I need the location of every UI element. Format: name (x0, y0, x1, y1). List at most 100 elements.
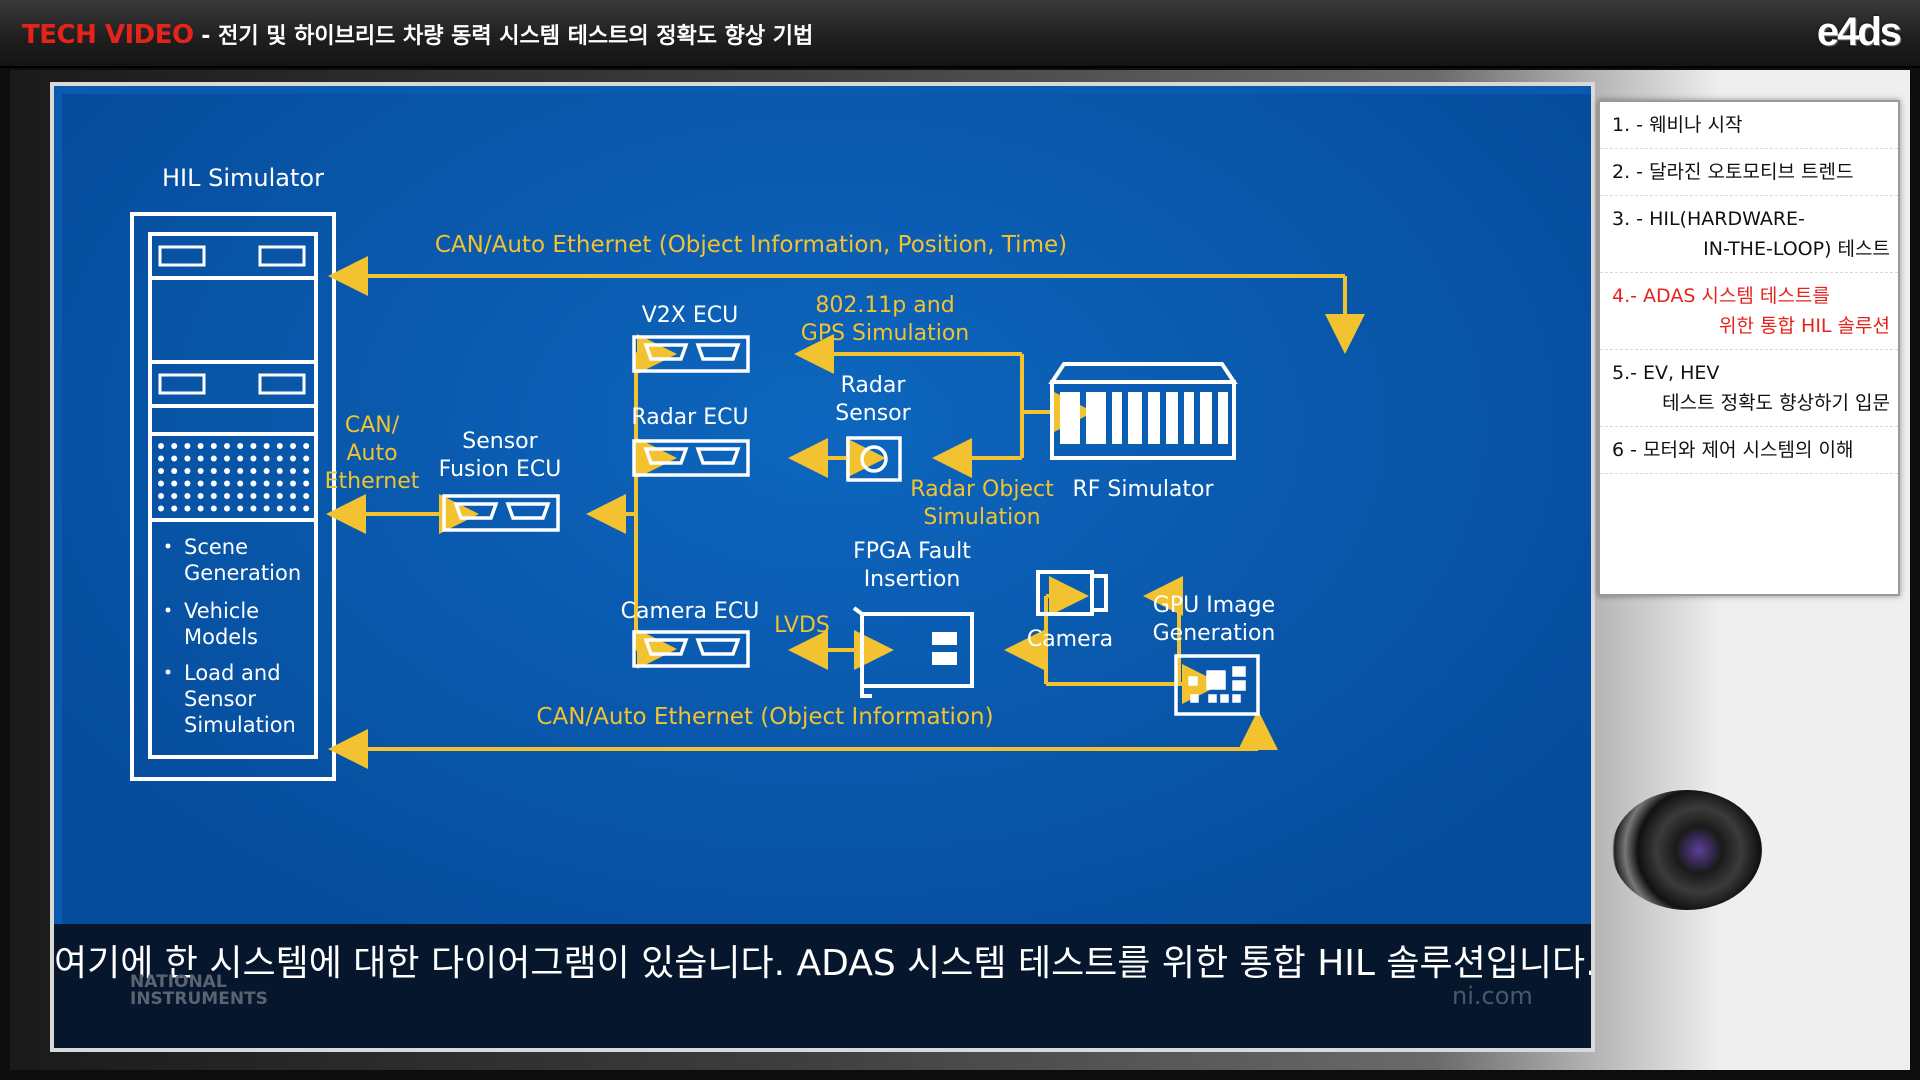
vent-dot (290, 480, 296, 487)
vent-dot (158, 443, 164, 449)
gpu-line1: GPU Image (1153, 593, 1275, 618)
gps-line2: GPS Simulation (801, 321, 969, 346)
can-top-label: CAN/Auto Ethernet (Object Information, P… (435, 232, 1067, 258)
vent-dot (276, 480, 283, 487)
hil-item-vehicle-2: Models (184, 625, 258, 649)
chapter-item-4[interactable]: 4.- ADAS 시스템 테스트를 위한 통합 HIL 솔루션 (1600, 273, 1898, 350)
ni-url: ni.com (1452, 982, 1533, 1010)
can-bottom-label: CAN/Auto Ethernet (Object Information) (536, 704, 993, 730)
vent-dot (263, 480, 270, 487)
vent-dot (263, 443, 270, 449)
can-left-label: CAN/ Auto Ethernet (325, 413, 420, 494)
vent-dot (224, 468, 230, 474)
chapter-item-3[interactable]: 3. - HIL(HARDWARE- IN-THE-LOOP) 테스트 (1600, 196, 1898, 273)
can-left-line2: Auto (346, 441, 397, 466)
hil-item-load-2: Sensor (184, 687, 256, 711)
gps-label: 802.11p and GPS Simulation (801, 293, 969, 346)
vent-dot (210, 480, 217, 487)
v2x-ecu (632, 335, 750, 373)
title-text: - 전기 및 하이브리드 차량 동력 시스템 테스트의 정확도 향상 기법 (193, 24, 814, 49)
chapter-item-6[interactable]: 6 - 모터와 제어 시스템의 이해 (1600, 427, 1898, 474)
camera-ecu (632, 630, 750, 668)
gpu-card (1174, 654, 1260, 716)
ni-logo-line1: NATIONAL (130, 972, 227, 992)
chapter-3-label-2: IN-THE-LOOP) 테스트 (1703, 238, 1890, 260)
vent-dot (184, 505, 191, 512)
hil-item-load-3: Simulation (184, 713, 296, 737)
vent-dot (224, 455, 230, 462)
vent-dot (158, 505, 164, 512)
vent-dot (276, 468, 283, 474)
vent-dot (250, 493, 257, 499)
vent-dot (250, 468, 257, 474)
vent-dot (263, 505, 270, 512)
chapter-item-5[interactable]: 5.- EV, HEV 테스트 정확도 향상하기 입문 (1600, 350, 1898, 427)
hil-item-scene-2: Generation (184, 561, 301, 585)
e4ds-logo[interactable]: e4ds (1816, 10, 1902, 54)
vent-dot (303, 468, 310, 474)
vent-dot (290, 455, 296, 462)
vent-dot (197, 505, 204, 512)
can-left-line1: CAN/ (345, 413, 400, 438)
sensor-fusion-line1: Sensor (462, 429, 538, 454)
vent-dot (276, 455, 283, 462)
vent-dot (197, 443, 204, 449)
vent-dot (237, 480, 244, 487)
vent-dot (171, 505, 178, 512)
hil-rack (130, 212, 336, 781)
radar-object-line2: Simulation (923, 505, 1040, 530)
vent-dot (290, 505, 296, 512)
chapter-item-2[interactable]: 2. - 달라진 오토모티브 트렌드 (1600, 149, 1898, 196)
title-bar: TECH VIDEO - 전기 및 하이브리드 차량 동력 시스템 테스트의 정… (0, 0, 1920, 68)
vent-dot (237, 455, 244, 462)
vent-dot (250, 455, 257, 462)
sensor-fusion-ecu (442, 494, 560, 532)
radar-sensor (846, 436, 902, 482)
brand-label: TECH VIDEO (22, 20, 194, 50)
chapter-2-label: 2. - 달라진 오토모티브 트렌드 (1612, 161, 1854, 183)
vent-dot (237, 468, 244, 474)
chapter-5-label: 5.- EV, HEV (1612, 362, 1720, 384)
vent-dot (224, 493, 230, 499)
vent-dot (184, 443, 191, 449)
vent-dot (303, 493, 310, 499)
chapter-item-1[interactable]: 1. - 웨비나 시작 (1600, 102, 1898, 149)
gpu-line2: Generation (1153, 621, 1276, 646)
chapter-4-label: 4.- ADAS 시스템 테스트를 (1612, 285, 1830, 307)
vent-dot (224, 505, 230, 512)
vent-dot (158, 493, 164, 499)
vent-dot (276, 505, 283, 512)
chapter-6-label: 6 - 모터와 제어 시스템의 이해 (1612, 439, 1854, 461)
vent-dot (263, 468, 270, 474)
vent-dot (197, 480, 204, 487)
radar-sensor-label: Radar Sensor (835, 373, 911, 426)
vent-dot (184, 480, 191, 487)
vent-dot (197, 493, 204, 499)
vent-dot (303, 455, 310, 462)
vent-dot (276, 443, 283, 449)
radar-ecu (632, 439, 750, 477)
camera-device (1036, 570, 1108, 616)
rack-vent-dots (158, 443, 310, 512)
vent-dot (171, 480, 178, 487)
video-player[interactable]: HIL Simulator Scene Generation (50, 82, 1595, 1052)
ni-logo-line2: INSTRUMENTS (130, 989, 268, 1009)
vent-dot (210, 455, 217, 462)
camera-ecu-label: Camera ECU (621, 599, 760, 624)
radar-sensor-line2: Sensor (835, 401, 911, 426)
subtitle-bar (54, 924, 1591, 1048)
vent-dot (263, 455, 270, 462)
fpga-label: FPGA Fault Insertion (853, 539, 971, 592)
vent-dot (158, 468, 164, 474)
vent-dot (290, 443, 296, 449)
radar-ecu-label: Radar ECU (631, 405, 748, 430)
can-left-line3: Ethernet (325, 469, 420, 494)
vent-dot (250, 480, 257, 487)
vent-dot (290, 468, 296, 474)
sensor-fusion-label: Sensor Fusion ECU (439, 429, 562, 482)
vent-dot (184, 468, 191, 474)
radar-object-line1: Radar Object (910, 477, 1054, 502)
radar-object-label: Radar Object Simulation (910, 477, 1054, 530)
vent-dot (210, 443, 217, 449)
hil-items: Scene Generation Vehicle Models Load and… (165, 535, 301, 737)
